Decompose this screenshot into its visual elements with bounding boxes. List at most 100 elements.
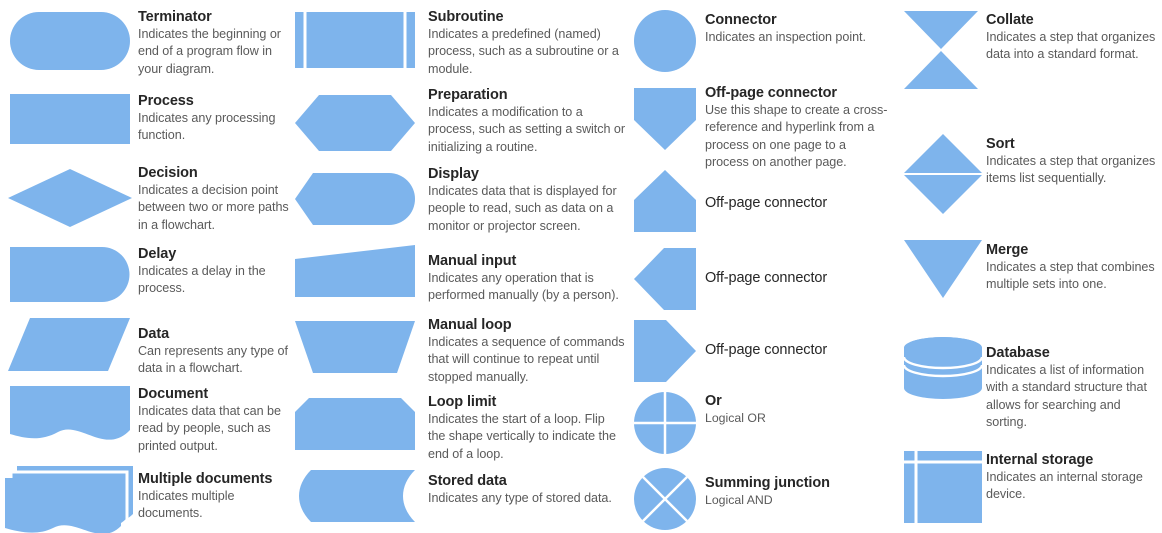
legend-column-1: Terminator Indicates the beginning or en… bbox=[0, 0, 290, 533]
symbol-description: Indicates a step that organizes data int… bbox=[986, 30, 1156, 62]
legend-item-merge[interactable]: Merge Indicates a step that combines mul… bbox=[893, 232, 1162, 338]
symbol-description: Indicates a modification to a process, s… bbox=[428, 105, 625, 154]
shape-terminator bbox=[10, 12, 130, 70]
shape-pentagon-point-right bbox=[634, 320, 696, 382]
legend-item-summing-junction[interactable]: Summing junction Logical AND bbox=[625, 460, 893, 533]
legend-item-manual-input[interactable]: Manual input Indicates any operation tha… bbox=[290, 240, 625, 318]
shape-decision bbox=[8, 169, 132, 227]
legend-item-preparation[interactable]: Preparation Indicates a modification to … bbox=[290, 82, 625, 162]
legend-item-manual-loop[interactable]: Manual loop Indicates a sequence of comm… bbox=[290, 312, 625, 390]
legend-column-2: Subroutine Indicates a predefined (named… bbox=[290, 0, 625, 533]
symbol-title: Document bbox=[138, 386, 209, 402]
symbol-description: Indicates a sequence of commands that wi… bbox=[428, 335, 625, 384]
symbol-description: Indicates an internal storage device. bbox=[986, 470, 1143, 502]
legend-item-delay[interactable]: Delay Indicates a delay in the process. bbox=[0, 242, 290, 314]
legend-item-internal-storage[interactable]: Internal storage Indicates an internal s… bbox=[893, 446, 1162, 533]
symbol-description: Indicates any processing function. bbox=[138, 111, 276, 143]
shape-pentagon-point-up bbox=[634, 170, 696, 232]
legend-item-off-page-connector-left[interactable]: Off-page connector bbox=[625, 240, 893, 312]
shape-collate bbox=[904, 11, 978, 89]
symbol-title: Terminator bbox=[138, 9, 212, 25]
legend-item-or[interactable]: Or Logical OR bbox=[625, 384, 893, 460]
symbol-title: Data bbox=[138, 326, 170, 342]
legend-item-multiple-documents[interactable]: Multiple documents Indicates multiple do… bbox=[0, 462, 290, 533]
legend-item-subroutine[interactable]: Subroutine Indicates a predefined (named… bbox=[290, 0, 625, 82]
symbol-title: Summing junction bbox=[705, 475, 830, 491]
symbol-title: Process bbox=[138, 93, 194, 109]
legend-item-process[interactable]: Process Indicates any processing functio… bbox=[0, 88, 290, 158]
symbol-description: Indicates a step that organizes items li… bbox=[986, 154, 1156, 186]
symbol-title: Manual input bbox=[428, 253, 517, 269]
symbol-description: Indicates multiple documents. bbox=[138, 489, 235, 521]
shape-preparation bbox=[295, 95, 415, 151]
symbol-title: Off-page connector bbox=[705, 85, 837, 101]
shape-subroutine bbox=[295, 12, 415, 68]
shape-display bbox=[295, 173, 415, 225]
symbol-title: Database bbox=[986, 345, 1050, 361]
legend-column-3: Connector Indicates an inspection point.… bbox=[625, 0, 893, 533]
symbol-title: Off-page connector bbox=[705, 195, 828, 211]
shape-pentagon-point-down bbox=[634, 88, 696, 150]
shape-document bbox=[10, 386, 130, 444]
symbol-title: Preparation bbox=[428, 87, 508, 103]
symbol-description: Indicates data that can be read by peopl… bbox=[138, 404, 281, 453]
symbol-title: Or bbox=[705, 393, 722, 409]
legend-item-connector[interactable]: Connector Indicates an inspection point. bbox=[625, 0, 893, 84]
symbol-title: Manual loop bbox=[428, 317, 512, 333]
symbol-description: Logical AND bbox=[705, 493, 773, 507]
symbol-description: Indicates a delay in the process. bbox=[138, 264, 266, 296]
symbol-description: Indicates a step that combines multiple … bbox=[986, 260, 1155, 292]
legend-item-database[interactable]: Database Indicates a list of information… bbox=[893, 332, 1162, 450]
legend-item-sort[interactable]: Sort Indicates a step that organizes ite… bbox=[893, 128, 1162, 240]
symbol-description: Indicates data that is displayed for peo… bbox=[428, 184, 617, 233]
symbol-description: Indicates a decision point between two o… bbox=[138, 183, 289, 232]
symbol-description: Indicates any type of stored data. bbox=[428, 491, 612, 505]
legend-item-stored-data[interactable]: Stored data Indicates any type of stored… bbox=[290, 462, 625, 533]
shape-manual-loop bbox=[295, 321, 415, 373]
legend-item-display[interactable]: Display Indicates data that is displayed… bbox=[290, 162, 625, 240]
legend-item-off-page-connector-down[interactable]: Off-page connector Use this shape to cre… bbox=[625, 84, 893, 180]
legend-item-data[interactable]: Data Can represents any type of data in … bbox=[0, 312, 290, 384]
symbol-description: Indicates any operation that is performe… bbox=[428, 271, 619, 303]
symbol-title: Sort bbox=[986, 136, 1015, 152]
legend-item-off-page-connector-right[interactable]: Off-page connector bbox=[625, 312, 893, 384]
shape-multiple-documents bbox=[5, 466, 133, 533]
symbol-title: Off-page connector bbox=[705, 270, 828, 286]
symbol-description: Indicates an inspection point. bbox=[705, 30, 866, 44]
symbol-title: Loop limit bbox=[428, 394, 497, 410]
shape-loop-limit bbox=[295, 398, 415, 450]
shape-manual-input bbox=[295, 245, 415, 297]
shape-stored-data bbox=[295, 470, 415, 522]
shape-delay bbox=[10, 247, 130, 302]
shape-circle-with-x bbox=[634, 468, 696, 530]
symbol-title: Collate bbox=[986, 12, 1034, 28]
symbol-description: Indicates a list of information with a s… bbox=[986, 363, 1147, 430]
legend-item-terminator[interactable]: Terminator Indicates the beginning or en… bbox=[0, 0, 290, 90]
shape-merge bbox=[904, 240, 982, 298]
symbol-description: Indicates a predefined (named) process, … bbox=[428, 27, 619, 76]
shape-sort bbox=[904, 134, 982, 214]
legend-item-loop-limit[interactable]: Loop limit Indicates the start of a loop… bbox=[290, 390, 625, 462]
symbol-title: Stored data bbox=[428, 473, 507, 489]
symbol-title: Merge bbox=[986, 242, 1029, 258]
legend-item-decision[interactable]: Decision Indicates a decision point betw… bbox=[0, 160, 290, 244]
symbol-title: Delay bbox=[138, 246, 177, 262]
legend-item-document[interactable]: Document Indicates data that can be read… bbox=[0, 382, 290, 460]
legend-item-off-page-connector-up[interactable]: Off-page connector bbox=[625, 170, 893, 240]
legend-item-collate[interactable]: Collate Indicates a step that organizes … bbox=[893, 0, 1162, 140]
shape-pentagon-point-left bbox=[634, 248, 696, 310]
shape-database-cylinder bbox=[902, 336, 984, 400]
symbol-description: Can represents any type of data in a flo… bbox=[138, 344, 288, 376]
symbol-description: Indicates the beginning or end of a prog… bbox=[138, 27, 281, 76]
symbol-title: Display bbox=[428, 166, 479, 182]
shape-internal-storage bbox=[904, 451, 982, 523]
shape-connector bbox=[634, 10, 696, 72]
symbol-title: Subroutine bbox=[428, 9, 504, 25]
symbol-description: Indicates the start of a loop. Flip the … bbox=[428, 412, 616, 461]
symbol-title: Internal storage bbox=[986, 452, 1094, 468]
symbol-title: Off-page connector bbox=[705, 342, 828, 358]
symbol-title: Connector bbox=[705, 12, 777, 28]
shape-process bbox=[10, 94, 130, 144]
shape-circle-with-cross bbox=[634, 392, 696, 454]
